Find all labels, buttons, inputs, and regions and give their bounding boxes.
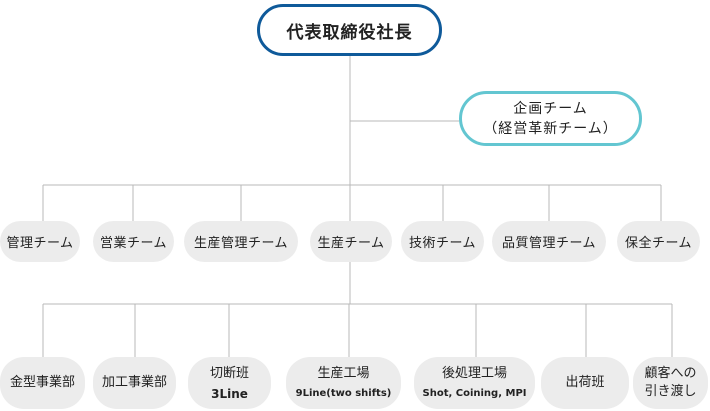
- sales-team-box: 営業チーム: [93, 221, 174, 262]
- planning-team-subtitle: （経営革新チーム）: [483, 120, 618, 137]
- mold-division-label: 金型事業部: [9, 375, 75, 390]
- planning-team-box: 企画チーム （経営革新チーム）: [459, 91, 642, 146]
- production-control-team-box: 生産管理チーム: [184, 221, 298, 262]
- ceo-title: 代表取締役社長: [286, 22, 413, 43]
- shipping-team-box: 出荷班: [541, 357, 629, 409]
- post-processing-factory-label: 後処理工場: [441, 365, 507, 381]
- management-team-box: 管理チーム: [0, 221, 80, 262]
- customer-delivery-box: 顧客への 引き渡し: [633, 357, 708, 409]
- ceo-box: 代表取締役社長: [257, 4, 442, 56]
- production-team-box: 生産チーム: [310, 221, 392, 262]
- maintenance-team-label: 保全チーム: [624, 236, 693, 251]
- production-factory-detail: 9Line(two shifts): [295, 387, 392, 399]
- processing-division-label: 加工事業部: [101, 375, 167, 390]
- maintenance-team-box: 保全チーム: [617, 221, 700, 262]
- quality-control-team-label: 品質管理チーム: [501, 236, 597, 251]
- technology-team-label: 技術チーム: [408, 236, 477, 251]
- mold-division-box: 金型事業部: [0, 357, 85, 409]
- cutting-team-label: 切断班: [209, 365, 249, 381]
- planning-team-label: 企画チーム: [513, 100, 588, 117]
- production-control-team-label: 生産管理チーム: [193, 236, 289, 251]
- processing-division-box: 加工事業部: [93, 357, 176, 409]
- cutting-team-box: 切断班 3Line: [188, 357, 271, 409]
- production-factory-box: 生産工場 9Line(two shifts): [286, 357, 401, 409]
- shipping-team-label: 出荷班: [565, 375, 605, 390]
- production-factory-label: 生産工場: [317, 365, 370, 381]
- quality-control-team-box: 品質管理チーム: [492, 221, 606, 262]
- technology-team-box: 技術チーム: [401, 221, 484, 262]
- production-team-label: 生産チーム: [317, 236, 385, 251]
- cutting-team-detail: 3Line: [211, 386, 248, 401]
- sales-team-label: 営業チーム: [99, 236, 168, 251]
- customer-delivery-label: 顧客への: [644, 366, 697, 381]
- post-processing-factory-box: 後処理工場 Shot, Coining, MPI: [414, 357, 535, 409]
- customer-delivery-detail: 引き渡し: [644, 384, 697, 399]
- management-team-label: 管理チーム: [6, 236, 74, 251]
- post-processing-factory-detail: Shot, Coining, MPI: [422, 387, 527, 399]
